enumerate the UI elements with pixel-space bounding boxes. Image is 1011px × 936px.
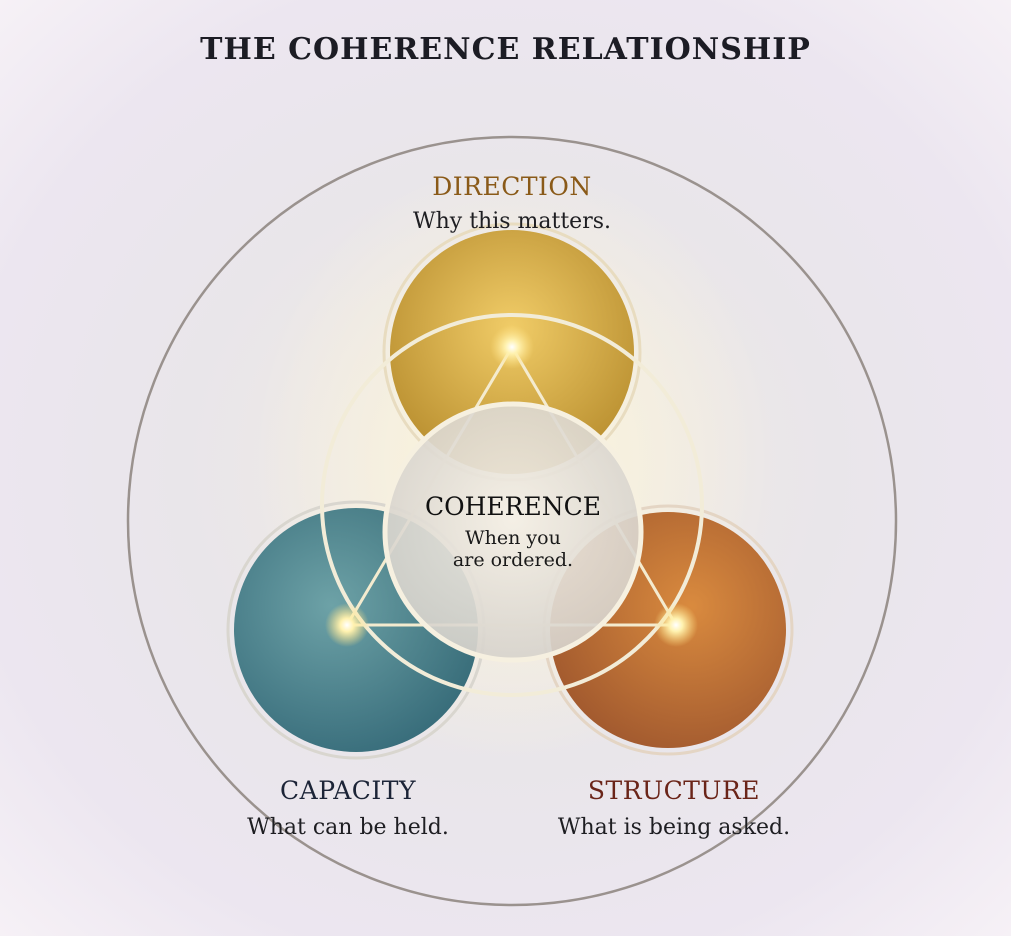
coherence-line2: are ordered.	[452, 549, 574, 571]
direction-description: Why this matters.	[412, 209, 611, 234]
direction-heading: DIRECTION	[432, 172, 592, 201]
capacity-heading: CAPACITY	[280, 776, 416, 805]
diagram-title: THE COHERENCE RELATIONSHIP	[200, 32, 811, 67]
star-right-icon	[654, 603, 698, 647]
outer-ring	[126, 135, 898, 907]
connecting-ring	[320, 313, 704, 697]
capacity-description: What can be held.	[247, 815, 449, 840]
direction-label: DIRECTION Why this matters.	[362, 172, 662, 234]
coherence-ring	[382, 401, 644, 663]
star-left-icon	[325, 603, 369, 647]
coherence-heading: COHERENCE	[424, 492, 601, 521]
capacity-label: CAPACITY What can be held.	[198, 776, 498, 840]
structure-description: What is being asked.	[557, 815, 791, 840]
coherence-circle	[385, 404, 641, 660]
star-top-icon	[490, 325, 534, 369]
structure-heading: STRUCTURE	[587, 776, 761, 805]
coherence-label: COHERENCE When you are ordered.	[383, 492, 643, 571]
structure-label: STRUCTURE What is being asked.	[519, 776, 829, 840]
coherence-line1: When you	[465, 527, 561, 549]
